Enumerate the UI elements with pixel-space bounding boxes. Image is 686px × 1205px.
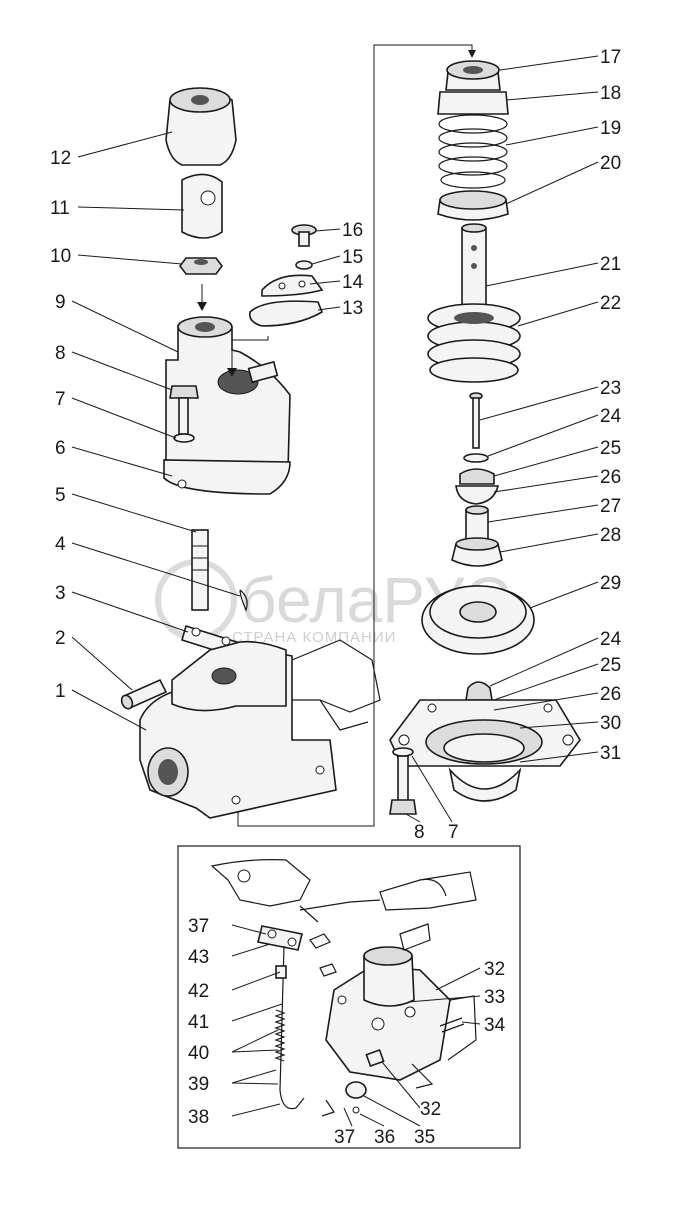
- callout-13: 13: [342, 298, 363, 319]
- callout-19: 19: [600, 118, 621, 139]
- callout-28: 28: [600, 525, 621, 546]
- part-7-washer-right: [392, 747, 414, 757]
- part-12-knob: [165, 87, 237, 166]
- part-23-rod: [469, 392, 483, 449]
- assembly-flow-line: [237, 44, 476, 827]
- callout-inset-32-top: 32: [484, 959, 505, 980]
- callout-25-upper: 25: [600, 438, 621, 459]
- part-14-plate: [261, 274, 324, 297]
- callout-14: 14: [342, 272, 364, 293]
- callout-7-left: 7: [55, 389, 66, 410]
- part-7-washer: [173, 433, 195, 443]
- callout-8-left: 8: [55, 343, 66, 364]
- callout-25-lower: 25: [600, 655, 621, 676]
- callout-4: 4: [55, 534, 66, 555]
- callout-6: 6: [55, 438, 66, 459]
- callout-1: 1: [55, 681, 66, 702]
- callout-inset-39: 39: [188, 1074, 209, 1095]
- callout-labels: 17 18 19 20 21 22 23 24 25 26 27 28 29 2…: [50, 47, 622, 1148]
- callout-15: 15: [342, 247, 363, 268]
- callout-30: 30: [600, 713, 621, 734]
- callout-10: 10: [50, 246, 71, 267]
- part-28-seat: [451, 537, 503, 567]
- part-30-31-cover: [389, 699, 581, 802]
- part-1-body: [139, 639, 381, 819]
- part-24-washer: [463, 453, 489, 463]
- callout-9: 9: [55, 292, 66, 313]
- part-9-housing: [165, 316, 291, 471]
- watermark-tagline: СТРАНА КОМПАНИИ: [232, 629, 396, 646]
- callout-inset-41: 41: [188, 1012, 209, 1033]
- callout-21: 21: [600, 254, 621, 275]
- callout-8-right: 8: [414, 822, 425, 843]
- part-19-spring: [438, 114, 508, 189]
- part-8-bolt: [169, 385, 199, 435]
- part-22-spring-pack: [427, 303, 521, 383]
- callout-7-right: 7: [448, 822, 459, 843]
- callout-inset-43: 43: [188, 947, 209, 968]
- callout-26-lower: 26: [600, 684, 621, 705]
- callout-inset-37-bottom: 37: [334, 1127, 355, 1148]
- part-4-cotter-pin: [239, 589, 248, 612]
- callout-24-lower: 24: [600, 629, 622, 650]
- part-18-cup: [437, 91, 509, 115]
- callout-11: 11: [50, 198, 70, 219]
- part-2-pin: [120, 678, 168, 710]
- part-6-flange: [163, 459, 291, 495]
- callout-23: 23: [600, 378, 621, 399]
- callout-inset-32-bottom: 32: [420, 1099, 441, 1120]
- part-8-bolt-right: [389, 755, 417, 815]
- part-5-stud: [191, 529, 209, 611]
- part-17-cap: [445, 60, 501, 91]
- callout-16: 16: [342, 220, 363, 241]
- callout-inset-40: 40: [188, 1043, 209, 1064]
- part-20-seat: [437, 190, 509, 221]
- callout-inset-34: 34: [484, 1015, 506, 1036]
- callout-inset-36: 36: [374, 1127, 395, 1148]
- part-27-sleeve: [465, 505, 489, 545]
- callout-17: 17: [600, 47, 621, 68]
- part-15-washer: [295, 260, 313, 270]
- callout-inset-42: 42: [188, 981, 209, 1002]
- callout-24-upper: 24: [600, 406, 622, 427]
- callout-inset-33: 33: [484, 987, 505, 1008]
- part-13-gasket: [248, 300, 323, 327]
- callout-20: 20: [600, 153, 621, 174]
- down-arrow-icon: [197, 284, 207, 311]
- callout-inset-37-top: 37: [188, 916, 209, 937]
- callout-3: 3: [55, 583, 66, 604]
- part-16-screw: [291, 224, 317, 247]
- part-10-nut: [179, 257, 223, 275]
- leader-lines: [71, 55, 599, 1127]
- callout-inset-35: 35: [414, 1127, 435, 1148]
- callout-29: 29: [600, 573, 621, 594]
- callout-31: 31: [600, 743, 621, 764]
- callout-27: 27: [600, 496, 621, 517]
- part-11-clevis: [181, 173, 223, 239]
- part-25-26-valve: [455, 468, 500, 505]
- callout-12: 12: [50, 148, 71, 169]
- callout-2: 2: [55, 628, 66, 649]
- callout-inset-38: 38: [188, 1107, 209, 1128]
- callout-18: 18: [600, 83, 621, 104]
- callout-26-upper: 26: [600, 467, 621, 488]
- callout-5: 5: [55, 485, 66, 506]
- part-29-diaphragm: [421, 585, 535, 655]
- callout-22: 22: [600, 293, 621, 314]
